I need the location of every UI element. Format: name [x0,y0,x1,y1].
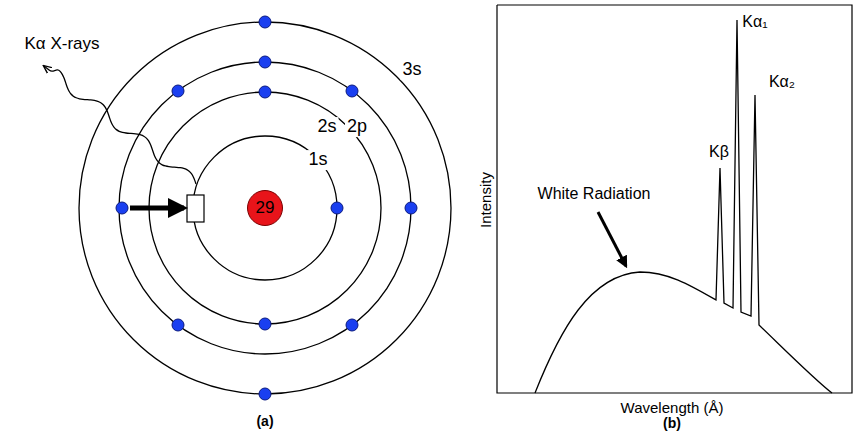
pointer-arrow [598,212,626,266]
axis-label: Intensity [478,172,495,228]
panel-caption: (a) [256,414,273,429]
vacancy-box [187,195,204,222]
shell-label: 2p [345,117,369,137]
axis-label: Wavelength (Å) [621,400,724,417]
atomic-number: 29 [256,198,275,218]
callout-label: Kα X-rays [24,35,99,54]
transition-arrow [130,206,184,211]
nucleus: 29 [247,190,283,226]
chart-frame [497,5,852,393]
spectrum-curve [535,20,832,393]
shell-label: 1s [306,150,329,170]
xray-wave [44,66,196,184]
shell-label: 2s [315,117,338,137]
peak-label: Kα₁ [742,13,767,31]
electrons [116,16,417,400]
shell-label: 3s [400,60,423,80]
callout-label: White Radiation [538,185,651,203]
panel-caption: (b) [663,416,681,431]
electron-shells [79,22,451,394]
peak-label: Kβ [709,143,729,161]
peak-label: Kα₂ [769,73,795,91]
